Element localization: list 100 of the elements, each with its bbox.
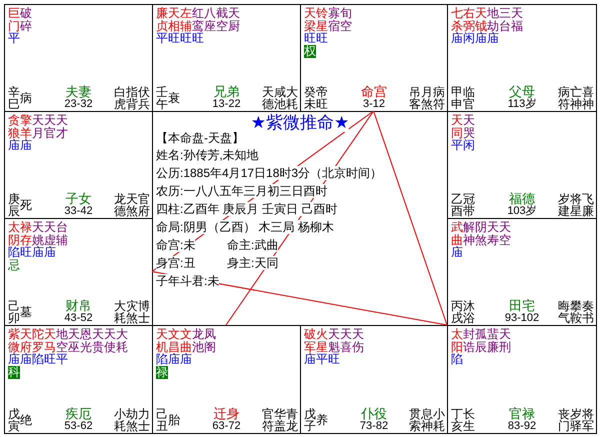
star-name: 陀罗 [32, 328, 44, 353]
star-name: 天机 [156, 328, 168, 353]
stem-branch-label: 癸未 [304, 86, 316, 110]
star-name: 右弼 [463, 7, 475, 32]
deity-name: 晦气 [558, 300, 570, 324]
star-name: 文曲 [180, 328, 192, 353]
deity-name: 奏书 [582, 300, 594, 324]
stem-branch-label: 己卯 [8, 300, 20, 324]
star-name: 台辅 [56, 221, 68, 246]
palace-name: 福德 [509, 192, 535, 205]
star-name: 天刑 [499, 328, 511, 353]
palace-name: 命宫 [361, 85, 387, 98]
star-name: 蜚廉 [487, 328, 499, 353]
star-name: 七杀 [451, 7, 463, 32]
palace-name: 财帛 [66, 299, 92, 312]
deity-name: 劫煞 [126, 408, 138, 432]
chart-title: ★紫微推命★ [250, 113, 350, 132]
star-name: 孤辰 [475, 328, 487, 353]
stem-branch-label: 戊寅 [8, 408, 20, 432]
star-name: 凤阁 [204, 328, 216, 353]
star-name: 破军 [304, 328, 316, 353]
deity-name: 飞廉 [582, 193, 594, 217]
connector-line [373, 110, 448, 326]
sihua-tag: 科 [8, 366, 20, 379]
brightness-label: 庙庙 [8, 139, 32, 152]
star-name: 红鸾 [192, 7, 204, 32]
deity-name: 岁驿 [570, 408, 582, 432]
star-name: 巨门 [8, 7, 20, 32]
star-name: 天相 [168, 7, 180, 32]
stem-branch-label: 乙酉 [451, 193, 463, 217]
palace-cell [4, 111, 153, 219]
deity-name: 灾煞 [126, 300, 138, 324]
deity-name: 青龙 [286, 408, 298, 432]
palace-cell [4, 325, 153, 434]
star-name: 天使 [104, 328, 116, 353]
deity-name: 大耗 [114, 300, 126, 324]
age-range: 103岁 [507, 205, 537, 217]
star-name: 天官 [44, 114, 56, 139]
star-name: 禄存 [20, 221, 32, 246]
star-name: 三台 [499, 7, 511, 32]
sihua-tag: 权 [304, 45, 316, 58]
deity-name: 官府 [138, 193, 150, 217]
star-name: 封诰 [463, 328, 475, 353]
palace-name: 疾厄 [66, 407, 92, 420]
star-name: 龙池 [192, 328, 204, 353]
life-stage-label: 临官 [463, 86, 475, 110]
star-name: 火星 [316, 328, 328, 353]
age-range: 63-72 [212, 420, 241, 432]
stem-branch-label: 辛巳 [8, 86, 20, 110]
star-name: 阴煞 [475, 221, 487, 246]
palace-cell [4, 4, 153, 112]
star-name: 铃星 [316, 7, 328, 32]
age-range: 83-92 [508, 420, 536, 432]
brightness-label: 陷旺庙庙 [8, 246, 56, 258]
star-name: 天马 [44, 328, 56, 353]
star-name: 天厨 [228, 7, 240, 32]
sihua-label: 忌 [8, 259, 20, 272]
star-name: 天伤 [352, 328, 364, 353]
palace-name: 迁身 [214, 407, 240, 420]
brightness-label: 庙庙陷旺平 [8, 353, 68, 366]
star-name: 紫微 [8, 328, 20, 353]
deity-name: 病符 [433, 86, 445, 110]
palace-cell [447, 111, 597, 219]
deity-name: 将军 [582, 408, 594, 432]
deity-name: 伏兵 [138, 86, 150, 110]
star-name: 天月 [32, 114, 44, 139]
deity-name: 吊客 [409, 86, 421, 110]
connector-line [152, 271, 448, 326]
star-name: 擎羊 [20, 114, 32, 139]
brightness-label: 平旺旺旺 [156, 32, 204, 44]
stem-branch-label: 丙戌 [451, 300, 463, 324]
deity-name: 病符 [558, 86, 570, 110]
deity-name: 岁建 [558, 193, 570, 217]
brightness-label: 旺旺 [304, 32, 328, 44]
star-name: 廉贞 [156, 7, 168, 32]
palace-name: 兄弟 [214, 85, 240, 98]
palace-name: 夫妻 [66, 85, 92, 98]
palace-cell [447, 218, 597, 326]
palace-name: 仆役 [361, 407, 387, 420]
star-name: 天魁 [328, 328, 340, 353]
star-name: 天虚 [44, 221, 56, 246]
life-stage-label: 绝 [20, 414, 32, 426]
palace-cell [4, 218, 153, 326]
star-name: 大耗 [116, 328, 128, 353]
life-stage-label: 死 [20, 199, 32, 211]
star-name: 地劫 [487, 7, 499, 32]
deity-name: 官符 [262, 408, 274, 432]
palace-name: 田宅 [509, 299, 535, 312]
star-name: 天才 [56, 114, 68, 139]
deity-name: 博士 [138, 300, 150, 324]
star-name: 天府 [20, 328, 32, 353]
star-name: 天空 [499, 221, 511, 246]
palace-cell [447, 325, 597, 434]
palace-cell [152, 4, 301, 112]
star-name: 旬空 [340, 7, 352, 32]
deity-name: 天德 [262, 86, 274, 110]
star-name: 天寿 [487, 221, 499, 246]
age-range: 33-42 [64, 205, 93, 217]
star-name: 天姚 [32, 221, 44, 246]
deity-name: 贯索 [409, 408, 421, 432]
